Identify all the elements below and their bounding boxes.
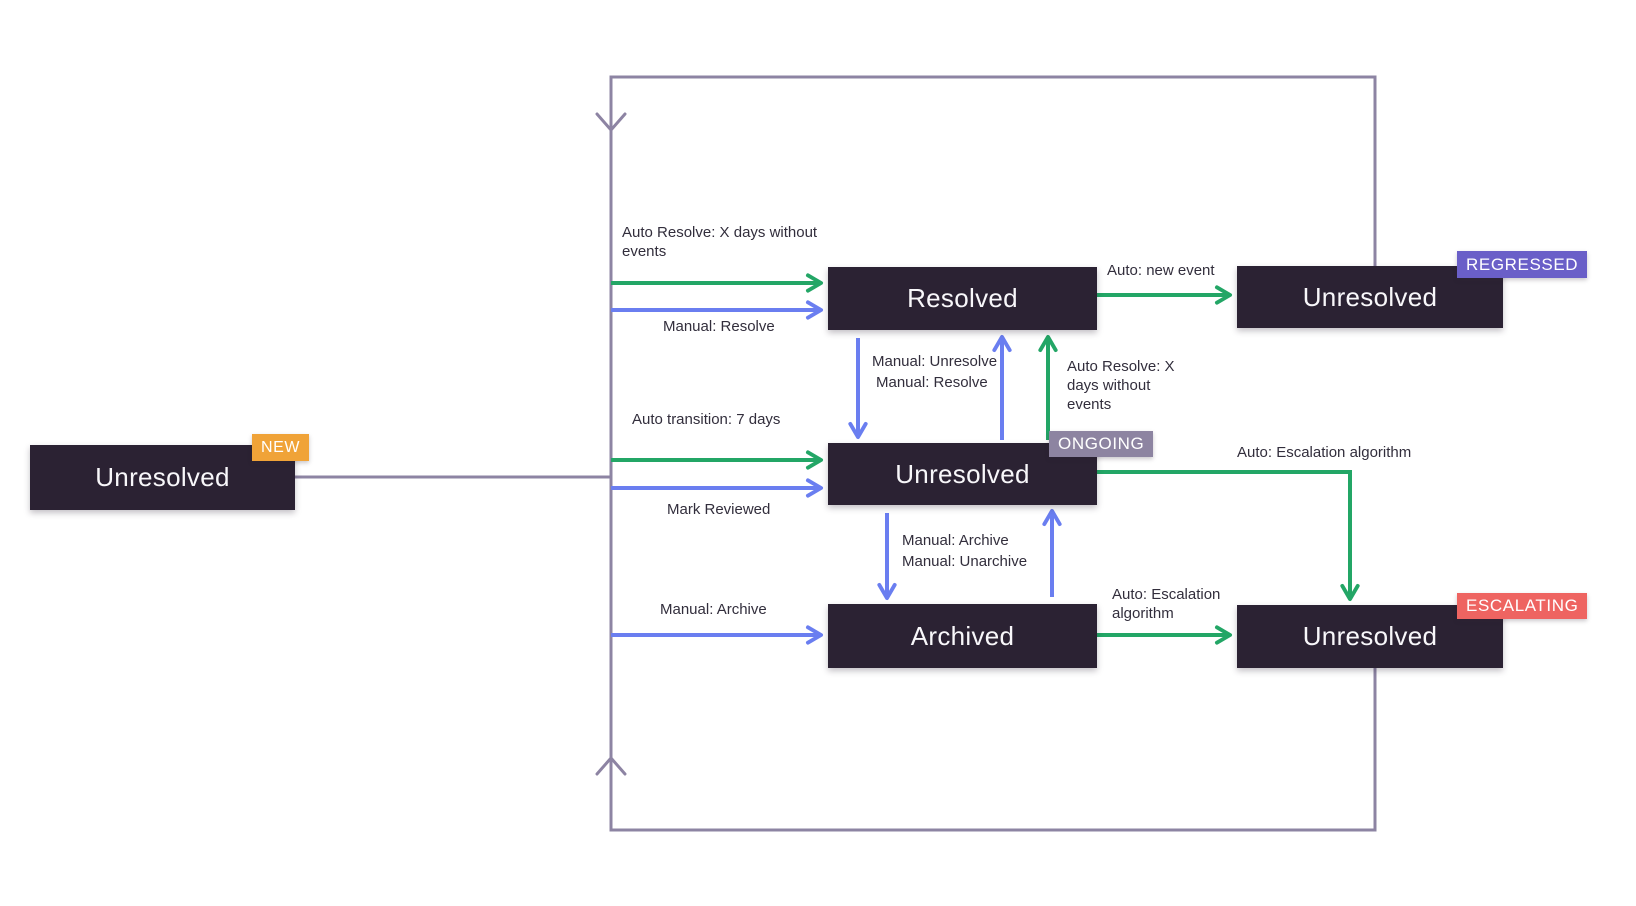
loop-arrowhead-down-icon: [595, 112, 627, 133]
state-label-new: Unresolved: [95, 462, 230, 492]
label-auto-escalation-ongoing: Auto: Escalation algorithm: [1237, 444, 1412, 461]
label-manual-archive-mid: Manual: Archive: [902, 532, 1009, 549]
label-auto-resolve-mid: Auto Resolve: X days without events: [1067, 358, 1175, 413]
label-auto-resolve-left: Auto Resolve: X days without events: [622, 224, 818, 260]
label-auto-new-event: Auto: new event: [1107, 262, 1215, 279]
badge-ongoing: ONGOING: [1049, 431, 1154, 457]
state-label-escalating: Unresolved: [1302, 621, 1438, 651]
label-manual-resolve-mid: Manual: Resolve: [876, 374, 988, 391]
loop-edge: [609, 75, 1377, 832]
label-auto-escalation-archived: Auto: Escalation algorithm: [1112, 586, 1221, 622]
state-label-ongoing: Unresolved: [895, 458, 1030, 489]
arrow-auto-escalation-from-ongoing: [1097, 470, 1360, 602]
badge-regressed: REGRESSED: [1457, 251, 1588, 278]
label-manual-archive-left: Manual: Archive: [660, 601, 767, 618]
state-box-new: Unresolved: [30, 445, 295, 510]
label-manual-resolve-left: Manual: Resolve: [663, 318, 775, 335]
label-manual-unarchive-mid: Manual: Unarchive: [902, 553, 1028, 570]
state-box-resolved: Resolved: [828, 267, 1097, 330]
state-label-archived: Archived: [910, 620, 1015, 651]
state-label-resolved: Resolved: [907, 283, 1018, 313]
loop-arrowhead-up-icon: [595, 755, 627, 776]
state-label-regressed: Unresolved: [1302, 281, 1438, 312]
badge-escalating: ESCALATING: [1457, 593, 1588, 619]
label-auto-transition: Auto transition: 7 days: [632, 411, 781, 428]
badge-new: NEW: [252, 434, 310, 461]
state-box-archived: Archived: [828, 604, 1097, 668]
label-manual-unresolve: Manual: Unresolve: [872, 353, 998, 370]
label-mark-reviewed: Mark Reviewed: [667, 501, 771, 518]
